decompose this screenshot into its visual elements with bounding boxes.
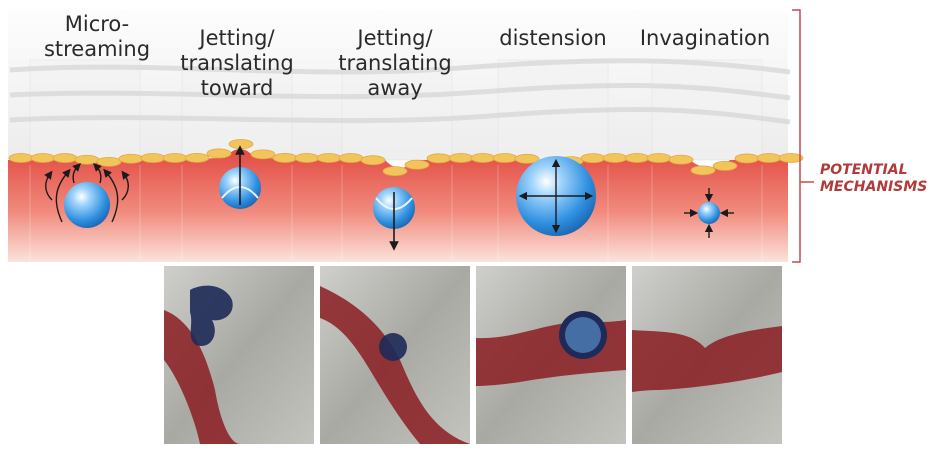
micrograph-invagination [632, 266, 782, 444]
endothelial-cell [163, 153, 187, 162]
endothelial-cell [361, 156, 385, 165]
label-jetting-toward: Jetting/ translating toward [162, 26, 312, 101]
endothelial-cell [251, 150, 275, 159]
micrograph-jetting-away [320, 266, 470, 444]
label-distension: distension [478, 26, 628, 51]
endothelial-cell [405, 160, 429, 169]
endothelial-cell [383, 167, 407, 176]
bracket [792, 10, 814, 262]
endothelial-cell [75, 155, 99, 164]
endothelial-cell [31, 154, 55, 163]
endothelial-cell [295, 153, 319, 162]
endothelial-cell [119, 154, 143, 163]
endothelial-cell [9, 154, 33, 163]
endothelial-cell [273, 153, 297, 162]
endothelial-cell [427, 154, 451, 163]
endothelial-cell [53, 154, 77, 163]
endothelial-cell [97, 157, 121, 166]
bubble-distension [516, 156, 596, 236]
endothelial-cell [229, 140, 253, 149]
endothelial-cell [691, 166, 715, 175]
endothelial-cell [339, 154, 363, 163]
endothelial-cell [669, 155, 693, 164]
micrograph-distension [476, 266, 626, 444]
endothelial-cell [449, 154, 473, 163]
side-label-potential-mechanisms: POTENTIAL MECHANISMS [820, 162, 930, 196]
endothelial-cell [625, 154, 649, 163]
endothelial-cell [757, 154, 781, 163]
endothelial-cell [493, 154, 517, 163]
label-invagination: Invagination [630, 26, 780, 51]
endothelial-cell [713, 161, 737, 170]
label-microstreaming: Micro- streaming [22, 12, 172, 62]
endothelial-cell [471, 154, 495, 163]
endothelial-cell [185, 153, 209, 162]
endothelial-cell [647, 154, 671, 163]
endothelial-cell [735, 154, 759, 163]
endothelial-cell [603, 154, 627, 163]
endothelial-cell [581, 154, 605, 163]
endothelial-cell [141, 154, 165, 163]
endothelial-cell [317, 154, 341, 163]
label-jetting-away: Jetting/ translating away [320, 26, 470, 101]
endothelial-cell [207, 149, 231, 158]
micrograph-jetting-toward [164, 266, 314, 444]
